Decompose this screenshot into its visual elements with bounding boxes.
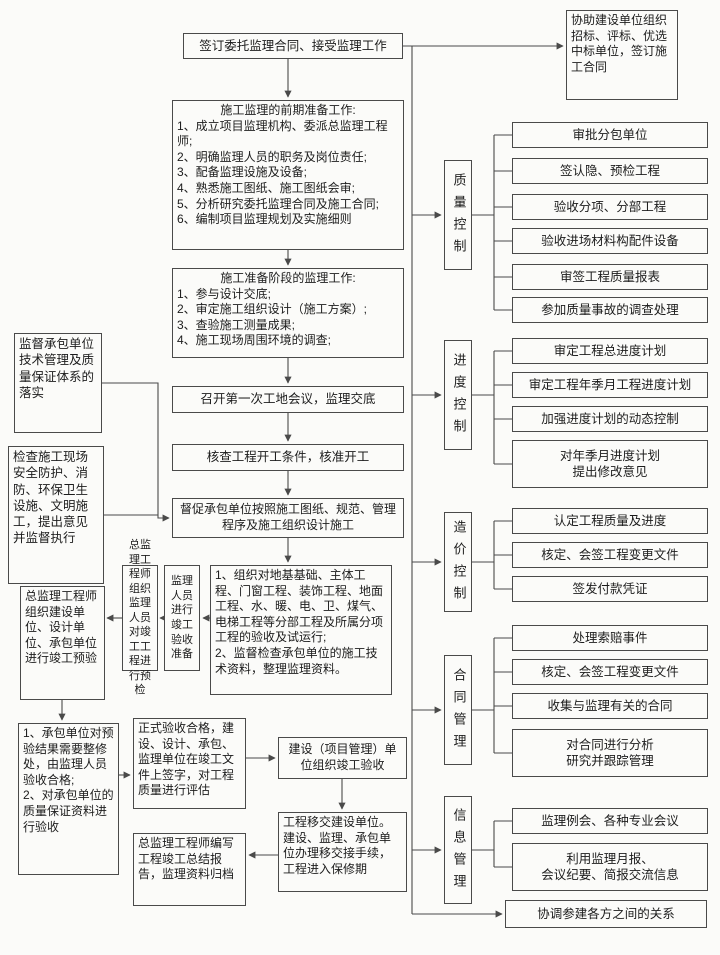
info-management-label: 信息管理 (444, 796, 472, 904)
quality-item: 参加质量事故的调查处理 (512, 297, 708, 323)
contract-management-label: 合同管理 (444, 655, 472, 765)
prep-stage-title: 施工监理的前期准备工作: (220, 103, 356, 117)
progress-item: 审定工程年季月工程进度计划 (512, 372, 708, 398)
cost-item: 签发付款凭证 (512, 576, 708, 602)
quality-item: 审签工程质量报表 (512, 264, 708, 290)
progress-item: 加强进度计划的动态控制 (512, 406, 708, 432)
ready-stage-box: 施工准备阶段的监理工作: 1、参与设计交底; 2、审定施工组织设计（施工方案）;… (172, 268, 404, 358)
pre-acceptance-box: 总监理工程师组织建设单位、设计单位、承包单位进行竣工预验 (20, 586, 105, 700)
ready-item-2: 2、审定施工组织设计（施工方案）; (177, 302, 368, 317)
quality-control-label: 质量控制 (444, 160, 472, 270)
prep-item-4: 4、熟悉施工图纸、施工图纸会审; (177, 180, 356, 195)
contract-item: 收集与监理有关的合同 (512, 693, 708, 719)
sign-contract-box: 签订委托监理合同、接受监理工作 (183, 33, 403, 59)
organize-item-1: 1、组织对地基基础、主体工程、门窗工程、装饰工程、地面工程、水、暖、电、卫、煤气… (215, 568, 384, 645)
acceptance-prep-box: 监理人员进行竣工验收准备 (164, 565, 200, 671)
first-meeting-box: 召开第一次工地会议，监理交底 (172, 386, 404, 413)
prep-stage-box: 施工监理的前期准备工作: 1、成立项目监理机构、委派总监理工程师; 2、明确监理… (172, 100, 404, 250)
check-start-box: 核查工程开工条件，核准开工 (172, 444, 404, 471)
safety-check-box: 检查施工现场安全防护、消防、环保卫生设施、文明施工，提出意见并监督执行 (8, 446, 104, 584)
cost-item: 认定工程质量及进度 (512, 508, 708, 534)
repair-verify-box: 1、承包单位对预验结果需要整修处，由监理人员验收合格; 2、对承包单位的质量保证… (18, 723, 119, 875)
prep-item-5: 5、分析研究委托监理合同及施工合同; (177, 196, 380, 211)
prep-item-1: 1、成立项目监理机构、委派总监理工程师; (177, 118, 388, 149)
repair-item-1: 1、承包单位对预验结果需要整修处，由监理人员验收合格; (23, 726, 114, 787)
supervise-construction-box: 督促承包单位按照施工图纸、规范、管理程序及施工组织设计施工 (172, 498, 404, 538)
contract-item: 对合同进行分析 研究并跟踪管理 (512, 729, 708, 777)
progress-item: 对年季月进度计划 提出修改意见 (512, 440, 708, 488)
tech-supervision-box: 监督承包单位技术管理及质量保证体系的落实 (14, 333, 102, 433)
organize-item-2: 2、监督检查承包单位的施工技术资料，整理监理资料。 (215, 645, 378, 676)
ready-item-3: 3、查验施工测量成果; (177, 317, 296, 332)
progress-item: 审定工程总进度计划 (512, 338, 708, 364)
quality-item: 验收进场材料构配件设备 (512, 228, 708, 254)
ready-item-4: 4、施工现场周围环境的调查; (177, 333, 332, 348)
quality-item: 签认隐、预检工程 (512, 158, 708, 184)
progress-control-label: 进度控制 (444, 340, 472, 450)
ready-item-1: 1、参与设计交底; (177, 286, 272, 301)
archive-box: 总监理工程师编写工程竣工总结报告，监理资料归档 (133, 833, 246, 906)
precheck-box: 总监理工程师组织监理人员对竣工工程进行预检 (122, 539, 158, 696)
completion-acceptance-box: 建设（项目管理）单位组织竣工验收 (278, 737, 407, 779)
prep-item-2: 2、明确监理人员的职务及岗位责任; (177, 149, 368, 164)
coordinate-box: 协调参建各方之间的关系 (505, 900, 707, 928)
quality-item: 验收分项、分部工程 (512, 194, 708, 220)
ready-stage-title: 施工准备阶段的监理工作: (220, 271, 356, 285)
repair-item-2: 2、对承包单位的质量保证资料进行验收 (23, 788, 114, 834)
cost-item: 核定、会签工程变更文件 (512, 542, 708, 568)
cost-control-label: 造价控制 (444, 512, 472, 612)
quality-item: 审批分包单位 (512, 122, 708, 148)
formal-acceptance-box: 正式验收合格，建设、设计、承包、监理单位在竣工文件上签字，对工程质量进行评估 (133, 718, 246, 809)
prep-item-6: 6、编制项目监理规划及实施细则 (177, 212, 352, 227)
prep-item-3: 3、配备监理设施及设备; (177, 165, 308, 180)
assist-bid-box: 协助建设单位组织招标、评标、优选中标单位，签订施工合同 (566, 10, 678, 100)
transfer-box: 工程移交建设单位。建设、监理、承包单位办理移交接手续，工程进入保修期 (278, 812, 407, 892)
organize-acceptance-box: 1、组织对地基基础、主体工程、门窗工程、装饰工程、地面工程、水、暖、电、卫、煤气… (210, 565, 392, 695)
info-item: 监理例会、各种专业会议 (512, 808, 708, 834)
info-item: 利用监理月报、 会议纪要、简报交流信息 (512, 843, 708, 891)
contract-item: 处理索赔事件 (512, 625, 708, 651)
contract-item: 核定、会签工程变更文件 (512, 659, 708, 685)
